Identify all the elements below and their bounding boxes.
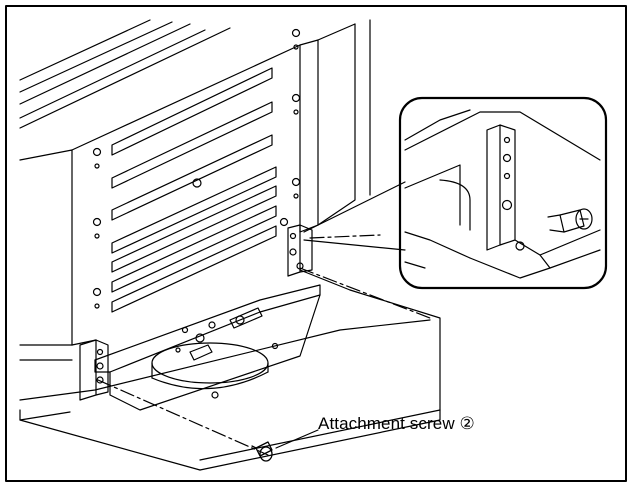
stand-base	[19, 224, 441, 471]
outer-frame	[5, 5, 627, 482]
attachment-screw	[251, 441, 273, 462]
guide-lines	[97, 234, 431, 456]
vent-slots	[111, 67, 277, 313]
panel-holes	[92, 28, 301, 309]
monitor-back	[19, 19, 371, 361]
attachment-screw-label: Attachment screw ②	[318, 414, 475, 433]
zoom-callout	[303, 96, 608, 290]
callout-leader-line	[275, 429, 319, 449]
